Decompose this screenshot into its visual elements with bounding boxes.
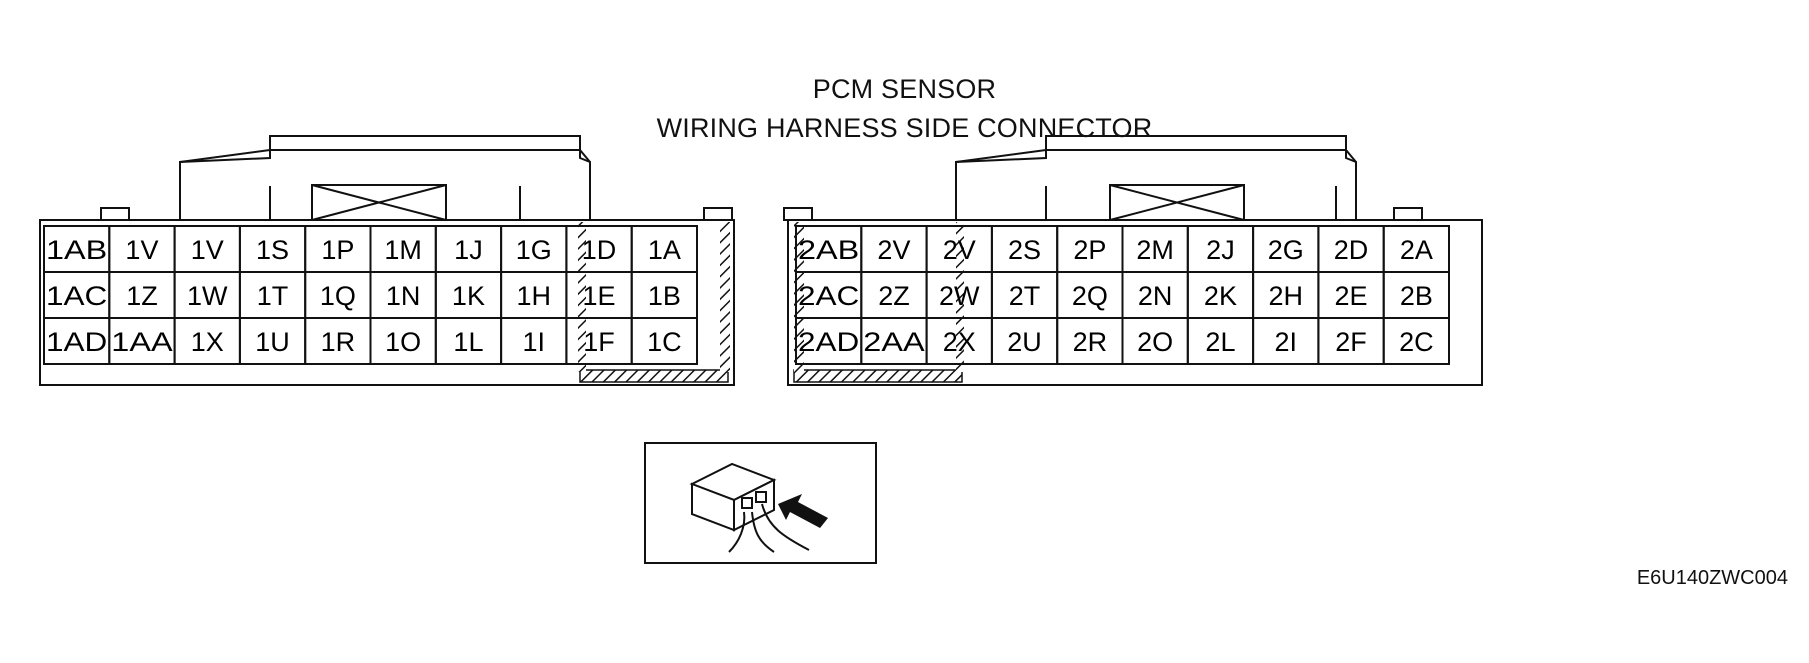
pin-label: 2AC <box>798 281 859 311</box>
pin-label: 2U <box>1007 327 1042 357</box>
pin-label: 1AB <box>46 235 107 265</box>
figure-code: E6U140ZWC004 <box>1636 567 1788 589</box>
pin-label: 2D <box>1334 235 1369 265</box>
pin-label: 2P <box>1073 235 1106 265</box>
pin-label: 1X <box>191 327 224 357</box>
pin-label: 1C <box>647 327 682 357</box>
pin-label: 2L <box>1205 327 1235 357</box>
pin-label: 1V <box>191 235 224 265</box>
pin-label: 1Z <box>126 281 158 311</box>
pin-label: 1AC <box>46 281 107 311</box>
pin-label: 1O <box>385 327 421 357</box>
pin-label: 2K <box>1204 281 1237 311</box>
pin-label: 2N <box>1138 281 1173 311</box>
pin-label: 2S <box>1008 235 1041 265</box>
pin-label: 2M <box>1136 235 1174 265</box>
pin-label: 1U <box>255 327 290 357</box>
pin-cell <box>1382 317 1451 365</box>
pin-label: 1AD <box>46 327 107 357</box>
pin-label: 2AD <box>798 327 859 357</box>
pin-label: 2B <box>1400 281 1433 311</box>
pin-label: 1D <box>582 235 617 265</box>
connector-body <box>39 219 735 386</box>
pin-label: 1S <box>256 235 289 265</box>
pin-label: 1N <box>386 281 421 311</box>
diagram-title-line2: WIRING HARNESS SIDE CONNECTOR <box>656 113 1153 143</box>
pin-label: 2X <box>943 327 976 357</box>
pin-label: 1V <box>125 235 158 265</box>
pin-label: 1F <box>583 327 615 357</box>
pin-label: 2AA <box>863 327 924 357</box>
pin-label: 1B <box>648 281 681 311</box>
pin-label: 1W <box>187 281 228 311</box>
pin-label: 2R <box>1073 327 1108 357</box>
pin-label: 2F <box>1335 327 1367 357</box>
pin-label: 1A <box>648 235 681 265</box>
pin-label: 1E <box>583 281 616 311</box>
harness-connector-view-icon <box>644 442 877 564</box>
pin-label: 2O <box>1137 327 1173 357</box>
pin-label: 2Z <box>878 281 910 311</box>
pin-label: 2G <box>1268 235 1304 265</box>
pin-label: 2I <box>1274 327 1297 357</box>
pin-label: 2A <box>1400 235 1433 265</box>
pin-label: 1G <box>516 235 552 265</box>
pin-label: 2AB <box>798 235 859 265</box>
pin-cell <box>630 317 699 365</box>
pin-label: 1I <box>522 327 545 357</box>
pin-label: 2T <box>1009 281 1041 311</box>
pin-label: 2Q <box>1072 281 1108 311</box>
pin-label: 1T <box>257 281 289 311</box>
pin-label: 2J <box>1206 235 1235 265</box>
pin-label: 1M <box>384 235 422 265</box>
diagram-title-line1: PCM SENSOR <box>812 74 997 104</box>
pin-label: 1P <box>321 235 354 265</box>
pin-label: 2E <box>1335 281 1368 311</box>
pin-label: 1Q <box>320 281 356 311</box>
pin-label: 1J <box>454 235 483 265</box>
pin-label: 2W <box>939 281 980 311</box>
pin-label: 1L <box>453 327 483 357</box>
pin-label: 1R <box>321 327 356 357</box>
pin-label: 2H <box>1268 281 1303 311</box>
pin-label: 1K <box>452 281 485 311</box>
pin-label: 1H <box>516 281 551 311</box>
pin-label: 2V <box>877 235 910 265</box>
connector-2: 2AB 2V 2V 2S 2P 2M 2J 2G 2D 2A 2AC 2Z 2W 2T 2Q 2N 2K 2H 2E… <box>783 135 1483 386</box>
pin-label: 2C <box>1399 327 1434 357</box>
pin-label: 1AA <box>111 327 172 357</box>
connector-1: 1AB 1V 1V 1S 1P 1M 1J 1G 1D 1A 1AC 1Z 1W 1T 1Q 1N 1K 1H 1E… <box>39 135 735 386</box>
pin-label: 2V <box>943 235 976 265</box>
connector-body <box>787 219 1483 386</box>
